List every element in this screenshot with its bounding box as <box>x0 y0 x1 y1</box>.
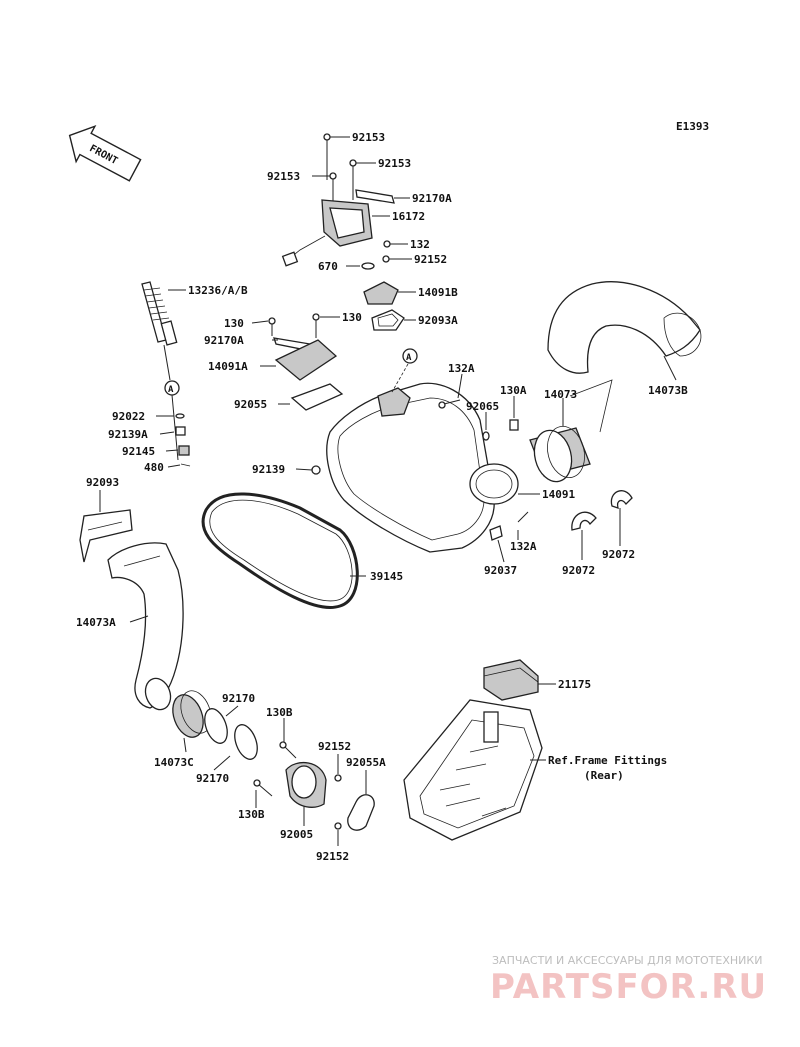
label-92139: 92139 <box>252 463 285 476</box>
label-92152: 92152 <box>316 850 349 863</box>
label-130b: 130B <box>238 808 265 821</box>
duct-flange <box>253 741 375 831</box>
label-92170a: 92170A <box>204 334 244 347</box>
label-39145: 39145 <box>370 570 403 583</box>
label-132: 132 <box>410 238 430 251</box>
front-arrow-icon: FRONT <box>68 124 142 182</box>
label-13236: 13236/A/B <box>188 284 248 297</box>
label-14091a: 14091A <box>208 360 248 373</box>
label-92152: 92152 <box>318 740 351 753</box>
label-480: 480 <box>144 461 164 474</box>
label-130b: 130B <box>266 706 293 719</box>
air-duct-lower <box>79 509 258 760</box>
label-92022: 92022 <box>112 410 145 423</box>
actuator-assembly <box>281 133 405 331</box>
label-92170a: 92170A <box>412 192 452 205</box>
label-92139a: 92139A <box>108 428 148 441</box>
label-92072: 92072 <box>562 564 595 577</box>
label-21175: 21175 <box>558 678 591 691</box>
watermark-tagline: ЗАПЧАСТИ И АКСЕССУАРЫ ДЛЯ МОТОТЕХНИКИ <box>492 954 762 967</box>
drive-belt <box>201 492 359 609</box>
label-92145: 92145 <box>122 445 155 458</box>
clamps-92072 <box>571 490 633 531</box>
air-duct-upper <box>529 281 702 483</box>
label-92037: 92037 <box>484 564 517 577</box>
label-132a: 132A <box>510 540 537 553</box>
clutch-cover: A <box>311 348 529 553</box>
label-130a: 130A <box>500 384 527 397</box>
label-92170: 92170 <box>196 772 229 785</box>
label-14073: 14073 <box>544 388 577 401</box>
label-92065: 92065 <box>466 400 499 413</box>
cover-plate <box>268 313 344 411</box>
label-670: 670 <box>318 260 338 273</box>
label-130: 130 <box>224 317 244 330</box>
cable-assembly: A <box>141 281 191 467</box>
label-92072: 92072 <box>602 548 635 561</box>
label-92152: 92152 <box>414 253 447 266</box>
label-14073c: 14073C <box>154 756 194 769</box>
label-92055: 92055 <box>234 398 267 411</box>
watermark-brand: PARTSFOR.RU <box>490 967 767 1007</box>
label-92153: 92153 <box>267 170 300 183</box>
label-92093a: 92093A <box>418 314 458 327</box>
ref-frame-fittings-line2: (Rear) <box>584 769 624 782</box>
label-92153: 92153 <box>378 157 411 170</box>
label-92170: 92170 <box>222 692 255 705</box>
leader-lines <box>99 136 677 846</box>
callout-a-top: A <box>406 353 412 363</box>
label-14073a: 14073A <box>76 616 116 629</box>
label-92093: 92093 <box>86 476 119 489</box>
ref-frame-fittings-line1: Ref.Frame Fittings <box>548 754 667 767</box>
label-130: 130 <box>342 311 362 324</box>
label-14073b: 14073B <box>648 384 688 397</box>
label-92153: 92153 <box>352 131 385 144</box>
label-92055a: 92055A <box>346 756 386 769</box>
label-14091: 14091 <box>542 488 575 501</box>
part-labels: 92153 92153 92153 92170A 16172 132 670 9… <box>76 131 688 863</box>
bracket-assembly <box>403 659 543 841</box>
diagram-code: E1393 <box>676 120 709 133</box>
label-132a: 132A <box>448 362 475 375</box>
label-92005: 92005 <box>280 828 313 841</box>
label-14091b: 14091B <box>418 286 458 299</box>
callout-a-left: A <box>168 385 174 395</box>
label-16172: 16172 <box>392 210 425 223</box>
